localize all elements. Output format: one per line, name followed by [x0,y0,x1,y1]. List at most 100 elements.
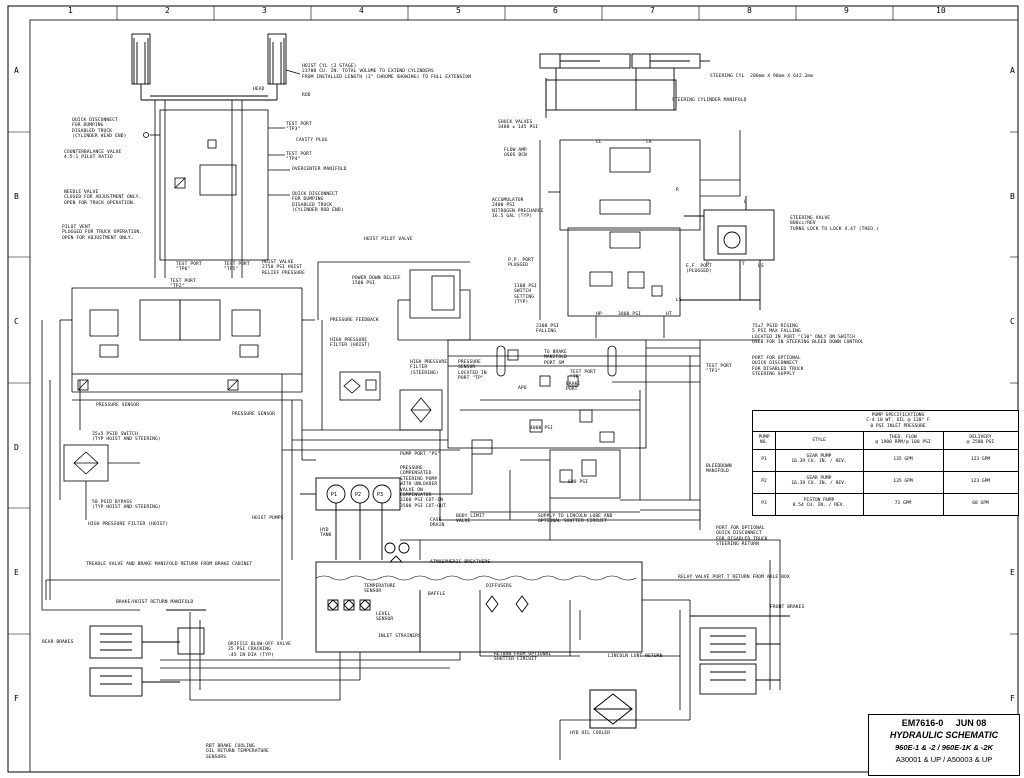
svg-text:P2: P2 [355,492,361,498]
pump-row-style: PISTON PUMP 8.54 CU. IN. / REV. [792,498,846,509]
zone-row-label: C [14,317,19,326]
pump-row-delivery: 68 GPM [972,501,989,506]
pump-spec-table: PUMP SPECIFICATIONS C-4 10 WT. OIL @ 120… [752,410,1019,516]
ls-port-label-2: LS [758,264,764,269]
zone-row-label: B [14,192,19,201]
orifice-label: ORIFICE BLOW-OFF VALVE 35 PSI CRACKING .… [228,642,292,658]
zone-col-label: 1 [68,6,73,15]
shock-valves-label: SHOCK VALVES 3480 ± 145 PSI [498,120,539,131]
test-port-tp1-label: TEST PORT "TP1" [706,364,732,375]
psi-1100-label: 1100 PSI SWITCH SETTING (TYP) [514,284,537,306]
pump-port-ps-label: PUMP PORT "PS" [400,452,441,457]
supply-lincoln-label: SUPPLY TO LINCOLN LUBE AND OPTIONAL SHUT… [538,514,613,525]
psi-600-label: 600 PSI [568,480,589,485]
hoist-pilot-valve-label: HOIST PILOT VALVE [364,237,413,242]
counterbalance-label: COUNTERBALANCE VALVE 4.5:1 PILOT RATIO [64,150,122,161]
apu-label: APU [518,386,527,391]
bottom-pipework [45,540,781,760]
svg-text:P1: P1 [331,492,337,498]
case-drain-label: CASE DRAIN [430,518,445,529]
flow-amp-label: FLOW AMP OSOS BCN [504,148,527,159]
hp-port-label: HP [596,312,602,317]
r-port-label: R [676,188,679,193]
steering-cylinders [539,53,710,118]
brake-port-label: BRAKE PORT [566,382,581,393]
hoist-cyl-label: HOIST CYL (3 STAGE) 23700 CU. IN. TOTAL … [302,64,472,80]
brake-steering-manifold [447,339,700,455]
hp-filter-steering [399,389,443,431]
pressure-compensated-label: PRESSURE COMPENSATED STEERING PUMP WITH … [400,466,446,509]
test-port-tp6-label: TEST PORT "TP6" [176,262,202,273]
p-port-label: P [706,262,709,267]
zone-row-label: E [14,568,19,577]
rod-label: ROD [302,93,311,98]
atmospheric-label: ATMOSPHERIC BREATHERS [430,560,491,565]
test-port-tp2-label: TEST PORT "TP2" [170,279,196,290]
rear-brakes [89,609,206,697]
ht-port-label: HT [666,312,672,317]
zone-col-label: 7 [650,6,655,15]
pump-row-no: P2 [761,479,767,484]
left-pipework [41,320,303,640]
zone-col-label: 10 [936,6,946,15]
psi-75-label: 75±7 PSID RISING 5 PSI MAX FALLING LOCAT… [752,324,864,346]
quick-disconnect-head-label: QUICK DISCONNECT FOR DUMPING DISABLED TR… [72,118,127,140]
psi-3000-label: 3000 PSI [618,312,641,317]
test-port-tp-label: TEST PORT "TP" [570,370,596,381]
test-port-tp5-label: TEST PORT "TP5" [224,262,250,273]
zone-col-label: 6 [553,6,558,15]
pump-row-no: P1 [761,457,767,462]
pump-spec-title: PUMP SPECIFICATIONS C-4 10 WT. OIL @ 120… [866,413,930,429]
pump-row-flow: 71 GPM [894,501,912,506]
pressure-sensor-2-label: PRESSURE SENSOR [232,412,275,417]
hyd-tank-label: HYD TANK [320,528,332,539]
cl-port-label: CL [596,140,602,145]
zone-col-label: 9 [844,6,849,15]
pressure-feedback-label: PRESSURE FEEDBACK [330,318,379,323]
flow-amp-lower [567,227,681,338]
psid-switch-label: 35±5 PSID SWITCH (TYP HOIST AND STEERING… [92,432,161,443]
port-optional-dumping-label: PORT FOR OPTIONAL QUICK DISCONNECT FOR D… [716,526,768,548]
steering-valve [680,196,775,310]
level-sensor-label: LEVEL SENSOR [376,612,394,623]
ef-port-label: E.F. PORT (PLUGGED) [686,264,712,275]
accumulator-label: ACCUMULATOR 2400 PSI NITROGEN PRECHARGE … [492,198,544,220]
zone-row-label: B [1010,192,1015,201]
zone-col-label: 3 [262,6,267,15]
steering-valve-label: STEERING VALVE 800cc/REV TURNS LOCK TO L… [790,216,879,232]
psid-bypass-label: 50 PSID BYPASS (TYP HOIST AND STEERING) [92,500,161,511]
rbt-label: RBT BRAKE COOLING OIL RETURN TEMPERATURE… [206,744,270,760]
zone-row-label: F [14,694,19,703]
zone-col-label: 2 [165,6,170,15]
hyd-oil-cooler [589,689,637,729]
hp-filter-hoist-label: HIGH PRESSURE FILTER (HOIST) [330,338,371,349]
svg-text:P3: P3 [377,492,383,498]
inlet-strainers-label: INLET STRAINERS [378,634,421,639]
psi-2300-label: 2300 PSI FALLING [536,324,559,335]
hydraulic-tank [315,542,643,653]
port-optional-supply-label: PORT FOR OPTIONAL QUICK DISCONNECT FOR D… [752,356,804,378]
quick-disconnect-rod-label: QUICK DISCONNECT FOR DUMPING DISABLED TR… [292,192,344,214]
diffusers-label: DIFFUSERS [486,584,512,589]
model-numbers: 960E-1 & -2 / 960E-1K & -2K [895,743,993,752]
hoist-filter [63,444,140,520]
row-ticks [8,131,1018,635]
relay-return-label: RELAY VALVE PORT T RETURN FROM AXLE BOX [678,575,790,580]
zone-col-label: 8 [747,6,752,15]
document-number: EM7616-0 JUN 08 [901,718,987,728]
style-header: STYLE [812,438,826,443]
cr-port-label: CR [646,140,652,145]
psi-4000-label: 4000 PSI [530,426,553,431]
rear-brakes-label: REAR BRAKES [42,640,74,645]
inner-border [29,19,1019,773]
zone-row-label: A [1010,66,1015,75]
l-port-label: L [744,200,747,205]
front-brakes-label: FRONT BRAKES [770,605,805,610]
hoist-cylinders [131,33,301,101]
hyd-oil-cooler-label: HYD OIL COOLER [570,731,611,736]
needle-valve-label: NEEDLE VALVE CLOSED FOR ADJUSTMENT ONLY.… [64,190,142,206]
pump-row-flow: 135 GPM [893,479,913,484]
bleeddown-manifold [509,449,621,540]
t-port-label: T [742,262,745,267]
